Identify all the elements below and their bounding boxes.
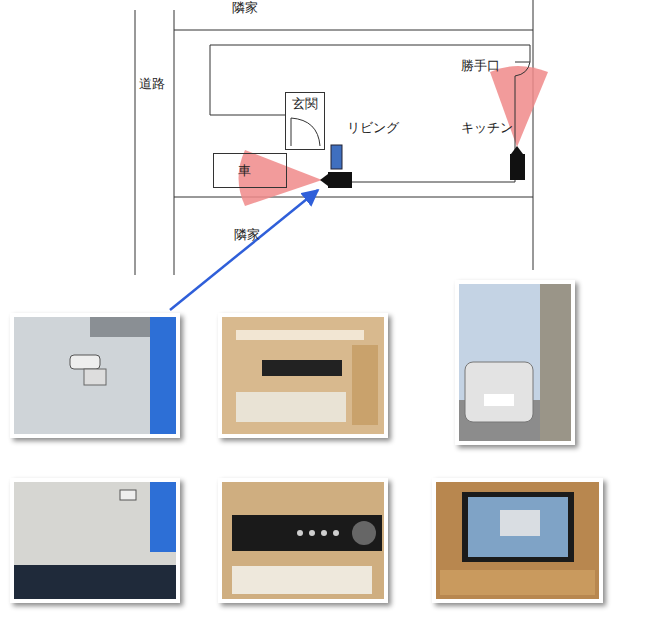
door-line: [515, 62, 530, 63]
neighbor-label: 隣家: [232, 0, 258, 16]
button: [352, 521, 376, 545]
photo: [432, 478, 603, 603]
boundary-line: [174, 197, 533, 198]
button: [297, 530, 303, 536]
photo-plate: [484, 394, 514, 406]
button: [333, 530, 339, 536]
house-outline: [210, 45, 530, 182]
road-label: 道路: [139, 76, 165, 92]
wall: [325, 76, 515, 182]
button: [309, 530, 315, 536]
neighbor-label: 隣家: [234, 227, 260, 243]
photo-desk: [440, 570, 595, 595]
photo: [218, 478, 388, 603]
road-line: [135, 10, 136, 275]
photo-sky: [150, 317, 176, 434]
photo-wall: [14, 482, 176, 599]
photo-car: [465, 362, 533, 422]
photo: [455, 280, 575, 445]
photo-frame: [455, 280, 575, 445]
entrance-box: 玄関: [285, 92, 325, 150]
site-lines: [135, 0, 533, 275]
photo-car: [500, 510, 540, 536]
photo-sky: [459, 284, 571, 441]
photo-sky: [150, 482, 176, 552]
photo-door: [352, 345, 378, 425]
photo: [10, 313, 180, 438]
room-label: キッチン: [461, 120, 513, 136]
photo-recorder: [232, 515, 382, 551]
photo-shelf: [222, 482, 384, 599]
photo-papers: [232, 566, 372, 594]
box-text: 車: [238, 163, 251, 179]
photo-wall: [14, 317, 176, 434]
photo-shelf: [222, 317, 384, 434]
photo: [218, 313, 388, 438]
photo-board: [236, 330, 364, 340]
photo-camera: [70, 355, 100, 369]
boundary-line: [533, 0, 534, 270]
recorder-device: [331, 145, 342, 169]
camera-lens: [511, 146, 523, 154]
photo-frame: [218, 313, 388, 438]
room-label: リビング: [347, 120, 399, 136]
button: [321, 530, 327, 536]
camera-symbol: [510, 154, 525, 180]
photo-frame: [10, 313, 180, 438]
wall: [210, 45, 530, 115]
photo-camera: [120, 490, 136, 500]
door-arc: [515, 62, 530, 76]
photo-eave: [90, 317, 150, 337]
leader-arrow: [170, 190, 318, 310]
door-arc: [291, 118, 320, 146]
photo: [10, 478, 180, 603]
photo-frame: [218, 478, 388, 603]
photo-frame: [432, 478, 603, 603]
camera-symbol: [328, 172, 352, 188]
photo-car: [14, 565, 176, 599]
box-text: 玄関: [292, 96, 318, 112]
photo-wall: [540, 284, 571, 441]
photo-mount: [84, 369, 106, 385]
door-label: 勝手口: [461, 58, 500, 74]
camera-lens: [320, 174, 328, 186]
car-box: 車: [213, 153, 287, 188]
photo-papers: [236, 392, 346, 422]
photo-frame: [10, 478, 180, 603]
photo-room: [436, 482, 599, 599]
photo-buttons: [297, 521, 376, 545]
road-line: [174, 10, 175, 275]
boundary-line: [174, 30, 533, 31]
photo-recorder: [262, 360, 342, 376]
photo-screen: [468, 497, 568, 557]
photo-tv: [462, 492, 574, 562]
